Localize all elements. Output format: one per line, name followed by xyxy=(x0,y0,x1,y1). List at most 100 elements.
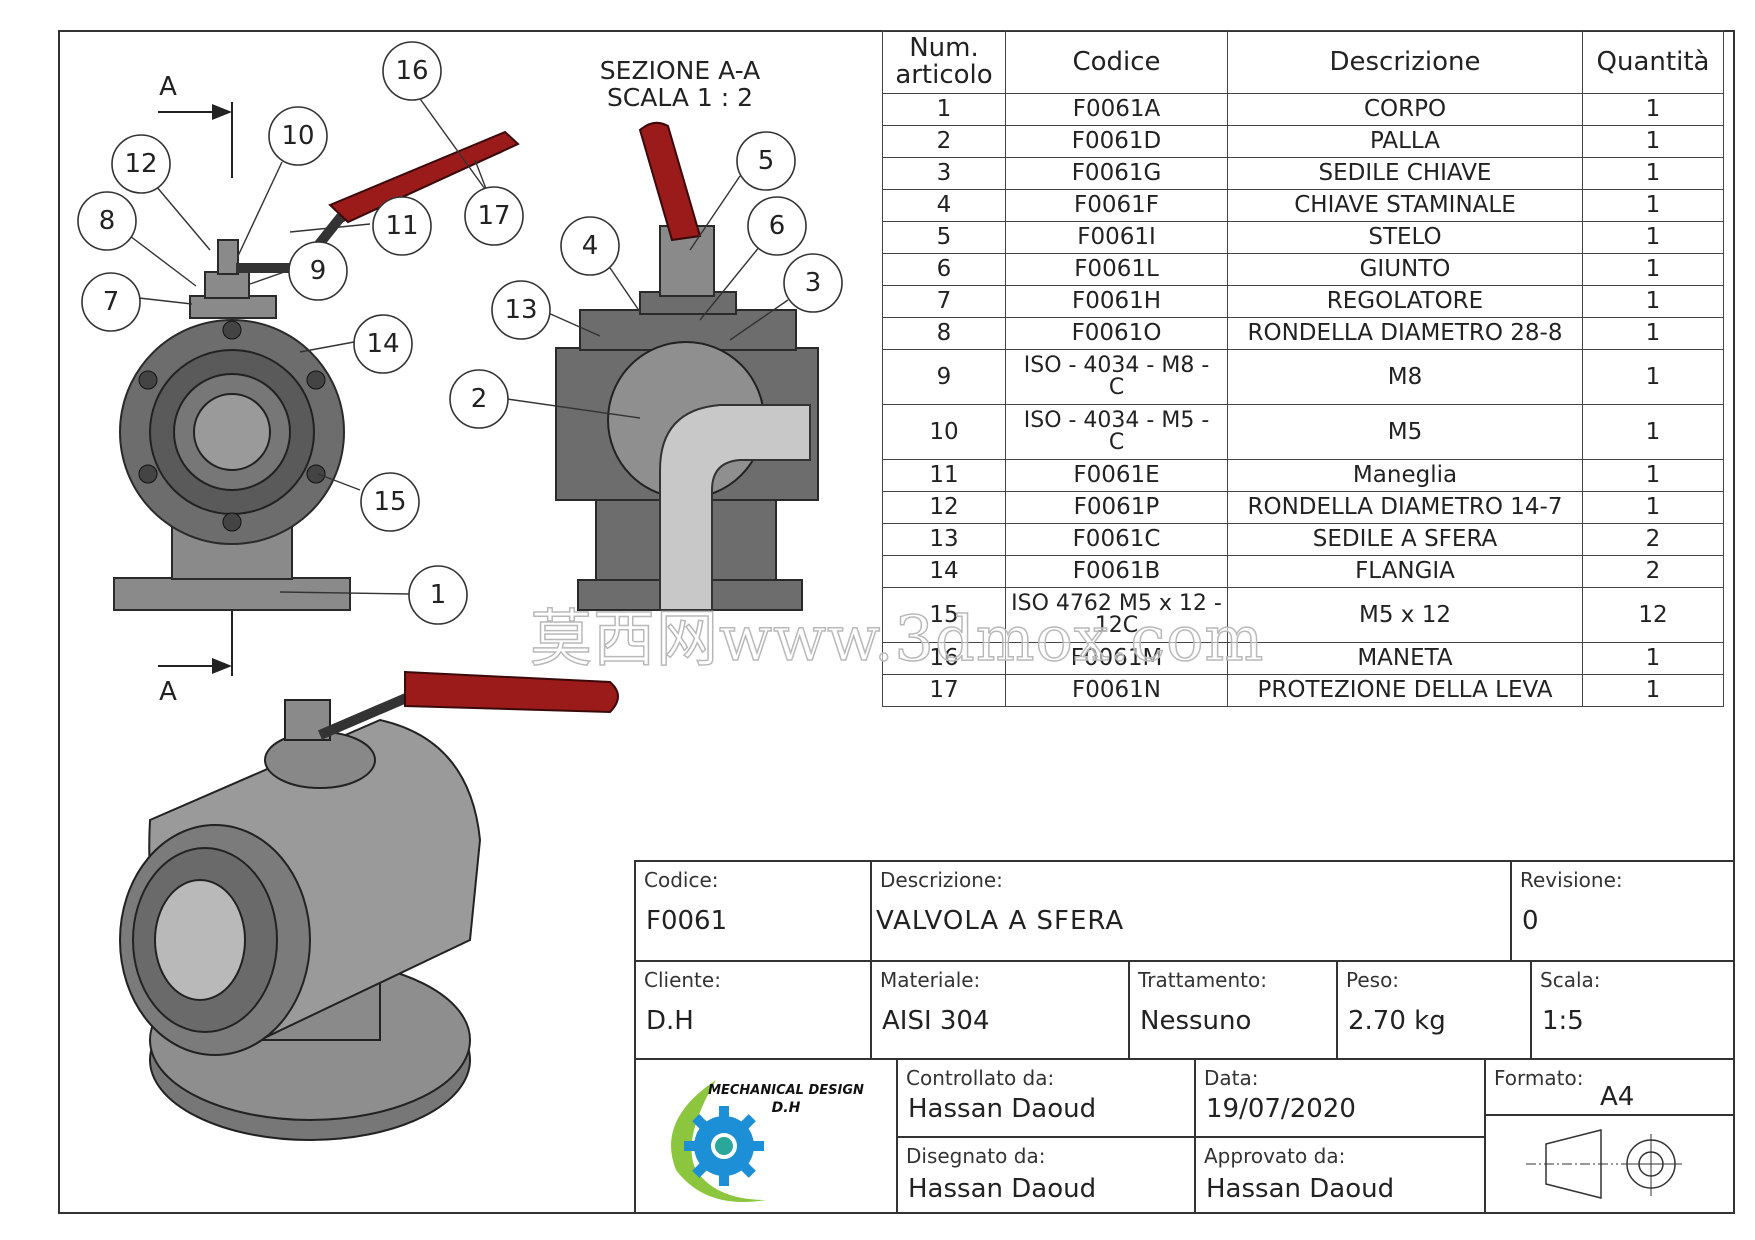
cell-qty: 1 xyxy=(1582,491,1724,524)
callout-12: 12 xyxy=(111,134,171,194)
cell-num: 1 xyxy=(882,93,1006,126)
revisione-value: 0 xyxy=(1522,906,1539,936)
cell-qty: 1 xyxy=(1582,674,1724,707)
svg-text:8: 8 xyxy=(99,206,116,236)
header-qty: Quantità xyxy=(1582,30,1724,94)
approvato-label: Approvato da: xyxy=(1204,1144,1346,1168)
header-num: Num.articolo xyxy=(882,30,1006,94)
approvato-cell: Approvato da: Hassan Daoud xyxy=(1194,1136,1486,1214)
formato-value: A4 xyxy=(1600,1082,1635,1112)
cell-code: F0061D xyxy=(1005,125,1228,158)
data-cell: Data: 19/07/2020 xyxy=(1194,1058,1486,1138)
controllato-value: Hassan Daoud xyxy=(908,1094,1097,1124)
disegnato-value: Hassan Daoud xyxy=(908,1174,1097,1204)
cell-code: F0061G xyxy=(1005,157,1228,190)
trattamento-label: Trattamento: xyxy=(1138,968,1267,992)
cliente-cell: Cliente: D.H xyxy=(634,960,872,1060)
logo-text-line1: MECHANICAL DESIGN xyxy=(708,1083,864,1098)
controllato-label: Controllato da: xyxy=(906,1066,1055,1090)
descrizione-label: Descrizione: xyxy=(880,868,1003,892)
cell-code: F0061F xyxy=(1005,189,1228,222)
front-view xyxy=(113,130,520,611)
svg-text:9: 9 xyxy=(310,256,327,286)
cell-num: 17 xyxy=(882,674,1006,707)
svg-text:2: 2 xyxy=(471,384,488,414)
cell-num: 5 xyxy=(882,221,1006,254)
watermark-text: 莫西网www.3dmox.com xyxy=(529,601,1265,676)
cell-qty: 1 xyxy=(1582,125,1724,158)
disegnato-label: Disegnato da: xyxy=(906,1144,1046,1168)
table-header-row: Num.articolo Codice Descrizione Quantità xyxy=(882,30,1724,94)
scala-value: 1:5 xyxy=(1542,1006,1584,1036)
cell-qty: 12 xyxy=(1582,587,1724,643)
callout-10: 10 xyxy=(268,106,328,166)
callout-5: 5 xyxy=(736,131,796,191)
cell-desc: M5 x 12 xyxy=(1227,587,1583,643)
codice-label: Codice: xyxy=(644,868,719,892)
svg-text:16: 16 xyxy=(395,56,428,86)
logo-text-line2: D.H xyxy=(772,1100,801,1116)
section-marker-top: A xyxy=(158,72,233,178)
callout-15: 15 xyxy=(360,472,420,532)
formato-cell: Formato: A4 xyxy=(1484,1058,1735,1116)
cell-desc: PALLA xyxy=(1227,125,1583,158)
cell-desc: M5 xyxy=(1227,404,1583,460)
cell-num: 7 xyxy=(882,285,1006,318)
cell-code: F0061O xyxy=(1005,317,1228,350)
callout-17: 17 xyxy=(464,186,524,246)
cell-num: 9 xyxy=(882,349,1006,405)
peso-cell: Peso: 2.70 kg xyxy=(1336,960,1532,1060)
svg-text:4: 4 xyxy=(582,231,599,261)
cell-qty: 1 xyxy=(1582,642,1724,675)
svg-text:SEZIONE A-A: SEZIONE A-A xyxy=(600,56,760,85)
cell-code: F0061C xyxy=(1005,523,1228,556)
svg-text:3: 3 xyxy=(805,268,822,298)
descrizione-cell: Descrizione: VALVOLA A SFERA xyxy=(870,860,1512,962)
cell-desc: GIUNTO xyxy=(1227,253,1583,286)
projection-symbol-cell xyxy=(1484,1114,1735,1214)
cell-desc: FLANGIA xyxy=(1227,555,1583,588)
svg-text:5: 5 xyxy=(758,146,775,176)
cell-code: F0061B xyxy=(1005,555,1228,588)
peso-value: 2.70 kg xyxy=(1348,1006,1446,1036)
cell-desc: PROTEZIONE DELLA LEVA xyxy=(1227,674,1583,707)
cell-desc: REGOLATORE xyxy=(1227,285,1583,318)
cell-code: F0061L xyxy=(1005,253,1228,286)
callout-14: 14 xyxy=(353,314,413,374)
callout-9: 9 xyxy=(288,241,348,301)
callout-13: 13 xyxy=(491,280,551,340)
svg-text:17: 17 xyxy=(477,201,510,231)
cell-num: 6 xyxy=(882,253,1006,286)
cell-desc: RONDELLA DIAMETRO 28-8 xyxy=(1227,317,1583,350)
cell-qty: 2 xyxy=(1582,555,1724,588)
materiale-label: Materiale: xyxy=(880,968,981,992)
cell-qty: 1 xyxy=(1582,404,1724,460)
controllato-cell: Controllato da: Hassan Daoud xyxy=(896,1058,1196,1138)
callout-16: 16 xyxy=(382,41,442,101)
cell-qty: 2 xyxy=(1582,523,1724,556)
cell-code: F0061N xyxy=(1005,674,1228,707)
cell-code: F0061P xyxy=(1005,491,1228,524)
cell-num: 13 xyxy=(882,523,1006,556)
cell-code: F0061H xyxy=(1005,285,1228,318)
cell-desc: RONDELLA DIAMETRO 14-7 xyxy=(1227,491,1583,524)
first-angle-projection-icon xyxy=(1526,1129,1682,1199)
cell-num: 3 xyxy=(882,157,1006,190)
svg-text:6: 6 xyxy=(769,211,786,241)
svg-text:14: 14 xyxy=(366,329,399,359)
cell-qty: 1 xyxy=(1582,221,1724,254)
cell-qty: 1 xyxy=(1582,93,1724,126)
cliente-label: Cliente: xyxy=(644,968,721,992)
callout-2: 2 xyxy=(449,369,509,429)
